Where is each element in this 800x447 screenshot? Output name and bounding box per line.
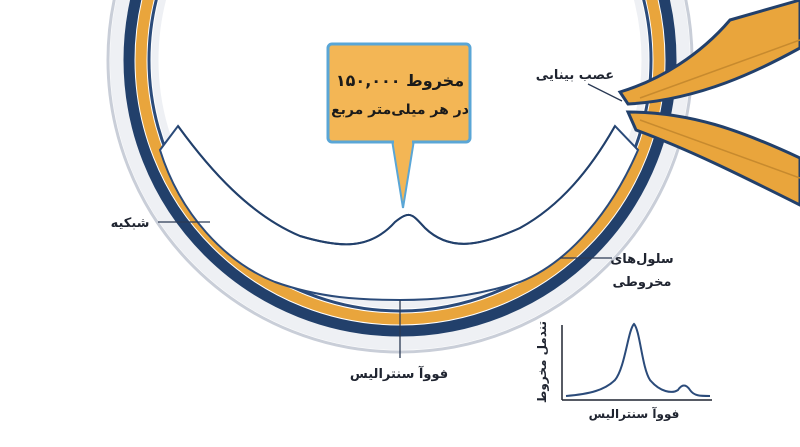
label-fovea: فووآ سنترالیس — [350, 365, 448, 382]
leader-optic-nerve — [587, 83, 623, 102]
callout-pointer — [390, 139, 416, 209]
optic-nerve-bottom — [625, 110, 800, 207]
label-retina: شبکیه — [111, 216, 150, 231]
density-callout: ۱۵۰,۰۰۰ مخروط در هر میلی‌متر مربع — [326, 42, 472, 209]
retina-cell-layer — [158, 124, 640, 302]
callout-line-2: در هر میلی‌متر مربع — [331, 102, 469, 118]
optic-nerve-line-1 — [639, 39, 800, 99]
label-cone-cells-2: مخروطی — [613, 275, 672, 290]
callout-pointer-cover — [394, 139, 412, 144]
retina-top-edge — [177, 125, 616, 246]
graph-xlabel: فووآ سنترالیس — [589, 406, 680, 422]
label-cone-cells-1: سلول‌های — [610, 252, 673, 267]
cone-density-graph: تندمل مخروط فووآ سنترالیس — [535, 321, 712, 422]
label-optic-nerve: عصب بینایی — [536, 68, 614, 83]
leader-lines — [158, 83, 623, 358]
callout-box — [326, 42, 472, 144]
optic-nerve-line-2 — [639, 119, 800, 179]
graph-ylabel: تندمل مخروط — [535, 321, 550, 403]
graph-density-curve — [565, 322, 711, 397]
callout-line-1: ۱۵۰,۰۰۰ مخروط — [336, 71, 464, 90]
